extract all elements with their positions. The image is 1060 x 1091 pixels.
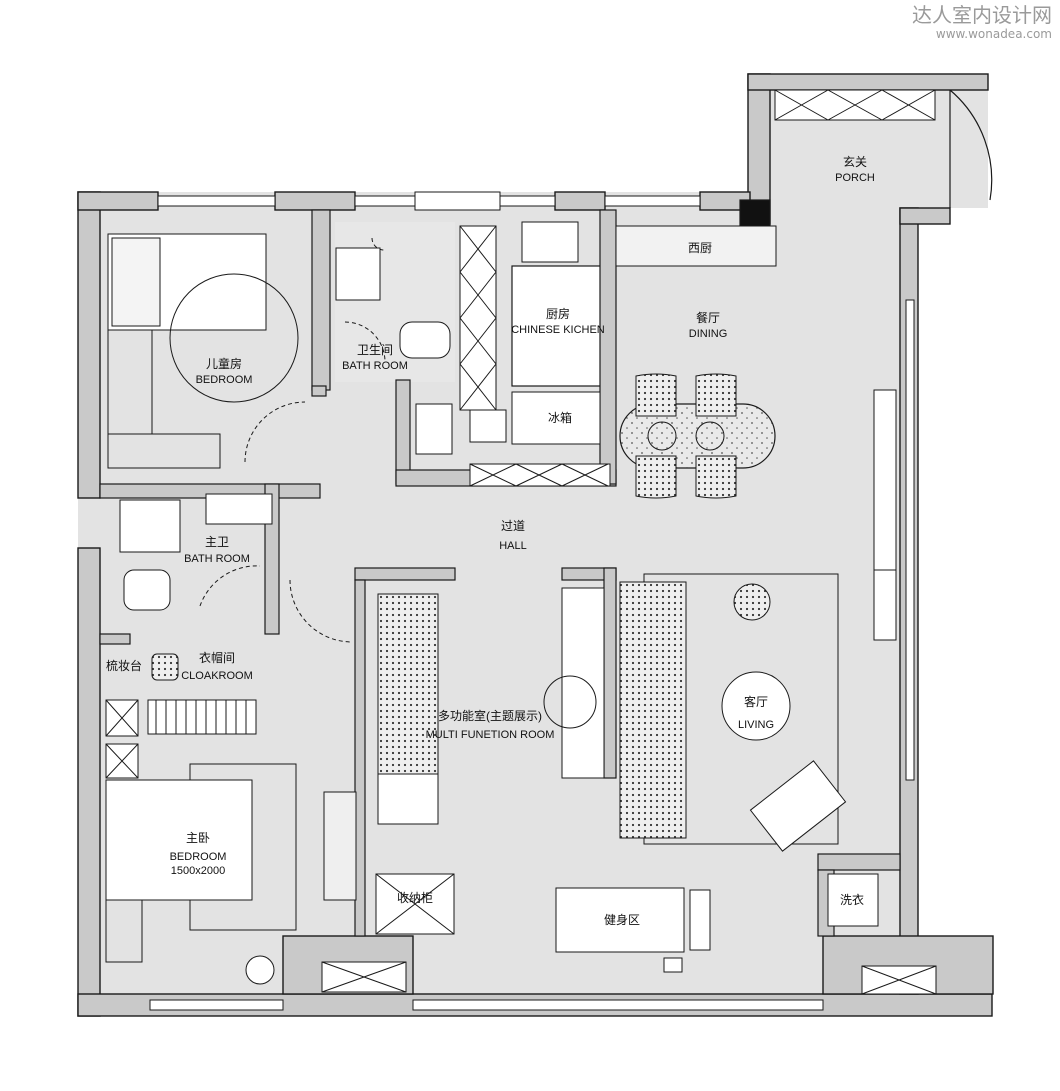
- master-bed: [105, 763, 357, 985]
- label-kids-bedroom-cn: 儿童房: [206, 356, 242, 371]
- label-bath-en: BATH ROOM: [342, 360, 408, 372]
- label-kitchen-en: CHINESE KICHEN: [511, 324, 605, 336]
- kitchen-cabinets: [459, 221, 611, 487]
- door-swings: [199, 237, 386, 643]
- label-multi-cn: 多功能室(主题展示): [438, 708, 542, 723]
- multi-room-furniture: [375, 587, 605, 935]
- label-kitchen-cn: 厨房: [546, 306, 570, 321]
- label-gym: 健身区: [604, 912, 640, 927]
- porch-cabinet: [774, 89, 936, 121]
- label-bath-cn: 卫生间: [357, 343, 393, 357]
- label-western-kitchen: 西厨: [688, 241, 712, 255]
- label-kids-bedroom-en: BEDROOM: [196, 374, 253, 386]
- label-hall-en: HALL: [499, 540, 527, 552]
- label-dining-en: DINING: [689, 328, 728, 340]
- label-cloakroom-cn: 衣帽间: [199, 650, 235, 665]
- label-master-bedroom-cn: 主卧: [186, 831, 210, 845]
- label-living-en: LIVING: [738, 719, 774, 731]
- entry-door: [949, 89, 993, 208]
- label-multi-en: MULTI FUNETION ROOM: [426, 729, 555, 741]
- label-fridge: 冰箱: [548, 410, 572, 425]
- kids-bed: [107, 233, 299, 469]
- label-dresser: 梳妆台: [106, 658, 142, 673]
- label-storage: 收纳柜: [397, 891, 433, 905]
- label-master-bedroom-en: BEDROOM: [170, 851, 227, 863]
- watermark-title: 达人室内设计网: [912, 3, 1052, 27]
- label-dining-cn: 餐厅: [696, 310, 720, 325]
- cloakroom-rack: [105, 653, 257, 779]
- dining-table: [619, 373, 776, 499]
- label-master-bath-en: BATH ROOM: [184, 553, 250, 565]
- living-furniture: [619, 389, 897, 852]
- western-kitchen-counter: [615, 225, 777, 267]
- watermark-url: www.wonadea.com: [936, 27, 1052, 41]
- bath-fixtures: [119, 247, 507, 611]
- gym-equipment: [555, 887, 711, 973]
- label-master-bath-cn: 主卫: [205, 535, 229, 549]
- bottom-cabinets: [321, 873, 937, 995]
- floor-area: [78, 74, 992, 1016]
- label-porch-en: PORCH: [835, 172, 875, 184]
- label-laundry: 洗衣: [840, 892, 864, 907]
- label-hall-cn: 过道: [501, 519, 525, 533]
- label-porch-cn: 玄关: [843, 154, 867, 169]
- label-living-cn: 客厅: [744, 694, 768, 709]
- label-cloakroom-en: CLOAKROOM: [181, 670, 253, 682]
- windows: [149, 191, 915, 1011]
- label-master-bedroom-size: 1500x2000: [171, 865, 225, 877]
